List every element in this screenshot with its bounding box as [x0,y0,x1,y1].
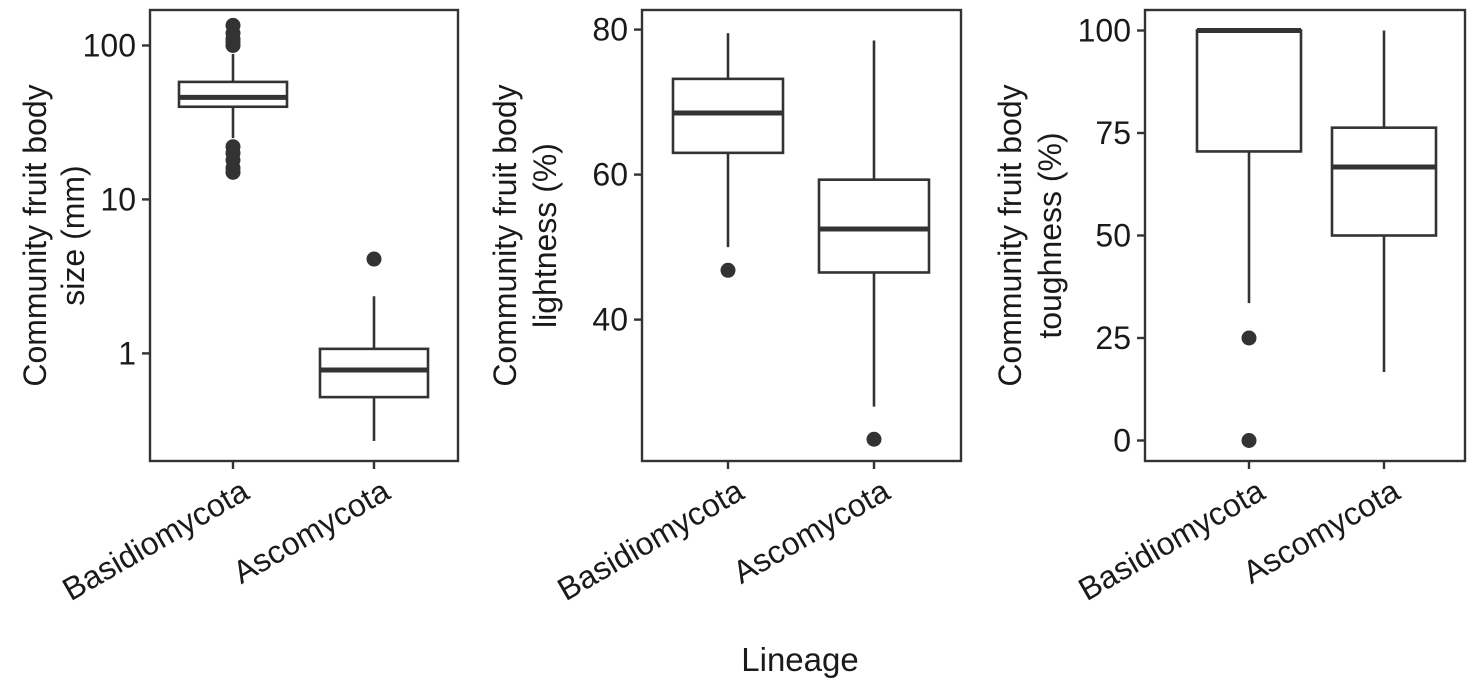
y-tick-label: 25 [1095,320,1131,356]
x-category-label: Basidiomycota [1072,472,1270,607]
outlier-point [225,139,241,155]
x-axis-title: Lineage [741,641,858,678]
y-axis-title-line: Community fruit body [992,84,1028,386]
x-category-label: Ascomycota [227,472,396,590]
x-category-label: Ascomycota [727,472,896,590]
box-iqr [671,77,785,155]
box-iqr [318,347,430,399]
y-tick-label: 80 [592,12,628,48]
y-tick-label: 50 [1095,218,1131,254]
y-tick-label: 100 [83,27,136,63]
box-iqr [1195,29,1303,153]
box-iqr [177,80,289,109]
y-axis-title-line: toughness (%) [1032,132,1068,338]
y-axis-title-line: lightness (%) [527,143,563,328]
y-axis-title-line: Community fruit body [17,84,53,386]
x-category-label: Basidiomycota [56,472,254,607]
outlier-point [366,251,382,267]
plot-frame [640,8,963,463]
y-tick-label: 10 [100,181,136,217]
box-iqr [817,178,931,274]
x-category-label: Basidiomycota [551,472,749,607]
outlier-point [866,431,882,447]
box-iqr [1330,126,1438,237]
y-tick-label: 75 [1095,115,1131,151]
y-axis-title-line: Community fruit body [487,84,523,386]
y-tick-label: 0 [1113,423,1131,459]
outlier-point [225,17,241,33]
y-axis-title-line: size (mm) [55,165,91,305]
y-tick-label: 40 [592,302,628,338]
outlier-point [720,262,736,278]
outlier-point [1241,433,1257,448]
outlier-point [1241,330,1257,346]
y-tick-label: 60 [592,157,628,193]
y-tick-label: 100 [1078,13,1131,49]
plot-frame [148,8,460,463]
y-tick-label: 1 [118,335,136,371]
